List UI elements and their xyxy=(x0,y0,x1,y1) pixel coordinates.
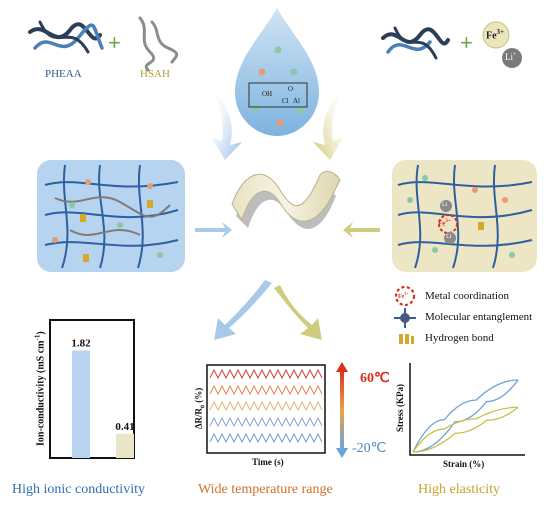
formula-al: Al xyxy=(293,97,300,105)
plus-sign-left: + xyxy=(108,30,121,55)
stress-strain-chart xyxy=(409,363,525,456)
hsah-label: HSAH xyxy=(140,68,170,80)
li-ion-icon xyxy=(502,48,522,68)
network-fe-label: Fe3+ xyxy=(438,219,451,228)
arrow-left-to-sheet xyxy=(195,222,232,238)
arrow-down-left xyxy=(214,280,272,340)
pheaa-polymer-icon xyxy=(28,20,104,54)
arrow-down-right xyxy=(274,285,322,340)
temperature-series-5 xyxy=(209,432,323,444)
temperature-low-label: -20℃ xyxy=(352,441,387,456)
conductivity-chart-frame xyxy=(49,319,135,459)
legend-fe-symbol: Fe3+ xyxy=(398,291,409,300)
conductivity-bar-1 xyxy=(72,350,90,458)
temperature-gradient-bar xyxy=(340,370,344,450)
legend-hydrogen-bond: Hydrogen bond xyxy=(425,332,494,344)
network-li-label-2: Li xyxy=(446,234,452,240)
temperature-high-label: 60℃ xyxy=(360,371,390,386)
temperature-xlabel: Time (s) xyxy=(252,457,284,467)
pheaa-label: PHEAA xyxy=(45,68,82,80)
arrow-right-down xyxy=(313,85,345,160)
network-li-label-1: Li xyxy=(442,202,448,208)
formula-cl: Cl xyxy=(282,97,289,105)
stress-xlabel: Strain (%) xyxy=(443,459,485,469)
temperature-arrow-down-icon xyxy=(336,448,348,458)
conductivity-ylabel: Ion-conductivity (mS cm-1) xyxy=(33,331,47,447)
formula-oh: OH xyxy=(262,90,273,98)
temperature-chart-frame xyxy=(206,364,326,454)
conductivity-bar-label-1: 1.82 xyxy=(71,337,91,349)
network-panel-left xyxy=(37,160,185,272)
hydrogen-bond-icon xyxy=(399,334,414,344)
hydrogel-sheet xyxy=(231,170,341,229)
hsah-polymer-icon xyxy=(138,16,179,72)
stress-chart-axes xyxy=(409,363,525,456)
temperature-series-1 xyxy=(209,368,323,380)
arrow-right-to-sheet xyxy=(343,222,380,238)
arrow-left-down xyxy=(210,85,242,160)
precursor-droplet xyxy=(235,8,319,136)
temperature-chart xyxy=(206,362,348,458)
stress-ylabel: Stress (KPa) xyxy=(395,383,405,433)
li-ion-label: Li+ xyxy=(505,52,517,62)
conductivity-bar-label-2: 0.41 xyxy=(115,421,134,433)
caption-elasticity: High elasticity xyxy=(418,482,501,497)
temperature-series-3 xyxy=(209,400,323,412)
plus-sign-right: + xyxy=(460,30,473,55)
conductivity-bar-2 xyxy=(116,433,134,458)
stress-curve-3 xyxy=(412,406,519,453)
legend-metal-coordination: Metal coordination xyxy=(425,290,510,302)
temperature-arrow-up-icon xyxy=(336,362,348,372)
caption-conductivity: High ionic conductivity xyxy=(12,482,145,497)
temperature-series-4 xyxy=(209,416,323,428)
temperature-ylabel: ΔR/R0 (%) xyxy=(193,387,207,430)
network-panel-right xyxy=(392,160,537,272)
fe-ion-label: Fe3+ xyxy=(486,28,505,42)
stress-curve-4 xyxy=(412,406,519,453)
caption-temperature: Wide temperature range xyxy=(198,482,333,497)
temperature-series-2 xyxy=(209,384,323,396)
stress-curve-1 xyxy=(412,379,519,453)
conductivity-chart: 1.82 0.41 xyxy=(49,319,135,459)
stress-curve-2 xyxy=(412,379,519,453)
legend-molecular-entanglement: Molecular entanglement xyxy=(425,311,533,323)
polymer-right-icon xyxy=(381,26,450,60)
molecular-entanglement-icon xyxy=(394,308,416,328)
fe-ion-icon xyxy=(482,21,510,49)
metal-coordination-icon xyxy=(394,285,416,307)
formula-o: O xyxy=(288,85,294,93)
